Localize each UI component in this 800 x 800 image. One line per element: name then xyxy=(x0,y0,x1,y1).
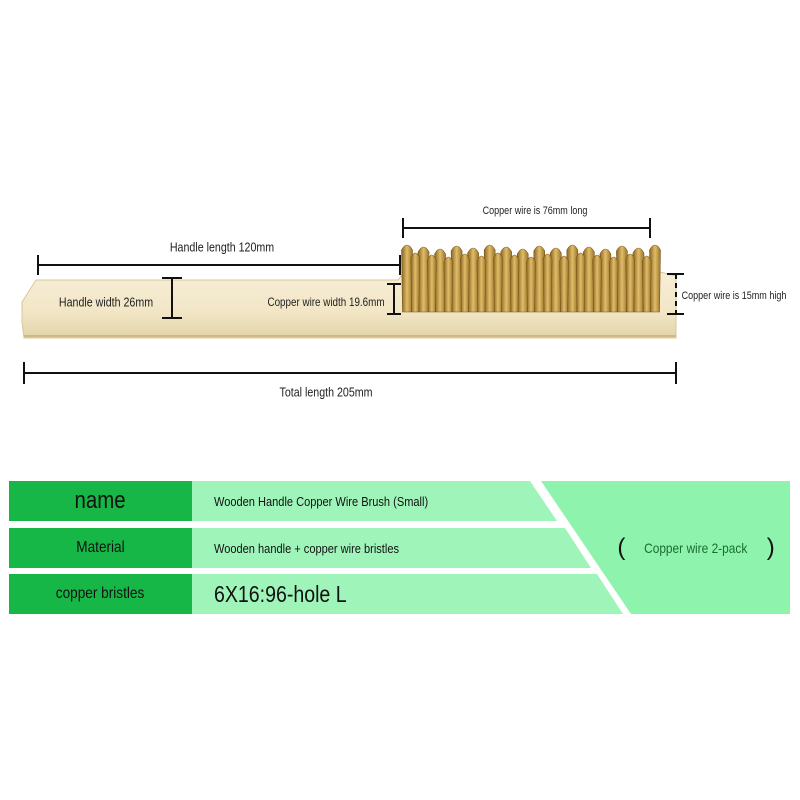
copper-wire-height-label: Copper wire is 15mm high xyxy=(681,290,787,302)
handle-width-label: Handle width 26mm xyxy=(58,294,154,310)
copper-wire-length-dimension-line xyxy=(402,218,651,238)
copper-bristles xyxy=(401,244,661,313)
bristle-tuft xyxy=(625,253,636,313)
bristle-tuft xyxy=(460,253,470,313)
bristle-tuft xyxy=(526,256,536,313)
pack-note-text: Copper wire 2-pack xyxy=(644,540,748,556)
spec-label-copper-bristles: copper bristles xyxy=(9,574,192,614)
bristle-tuft xyxy=(426,254,437,313)
copper-wire-width-label: Copper wire width 19.6mm xyxy=(267,295,385,309)
bristle-tuft xyxy=(583,246,595,313)
bristle-tuft xyxy=(483,244,496,313)
bristle-tuft xyxy=(616,245,628,313)
bristle-tuft xyxy=(549,247,562,313)
bristle-tuft xyxy=(417,246,430,313)
spec-label-material: Material xyxy=(9,528,192,568)
bristle-tuft xyxy=(608,256,619,313)
copper-wire-length-label: Copper wire is 76mm long xyxy=(482,205,588,217)
total-length-label: Total length 205mm xyxy=(279,384,373,400)
spec-label-name: name xyxy=(9,481,192,521)
bristle-tuft xyxy=(599,248,612,313)
open-paren: ( xyxy=(617,534,626,561)
bristle-tuft xyxy=(649,244,661,313)
bristle-tuft xyxy=(533,245,546,313)
bristle-tuft xyxy=(493,252,503,313)
handle-length-label: Handle length 120mm xyxy=(169,239,275,255)
bristle-tuft xyxy=(476,255,487,313)
copper-wire-height-dimension-line xyxy=(667,273,684,315)
spec-value-copper-bristles: 6X16:96-hole L xyxy=(214,580,347,607)
close-paren: ) xyxy=(766,534,775,561)
bristle-tuft xyxy=(410,252,421,313)
bristle-tuft xyxy=(641,255,652,313)
bristle-tuft xyxy=(450,245,463,313)
bristle-tuft xyxy=(434,248,446,313)
spec-table: name Material copper bristles Wooden Han… xyxy=(9,481,790,614)
spec-table-background xyxy=(192,481,790,614)
handle-length-dimension-line xyxy=(37,255,401,275)
bristle-tuft xyxy=(575,252,586,313)
brush-illustration xyxy=(21,218,684,384)
spec-value-material: Wooden handle + copper wire bristles xyxy=(214,540,399,556)
bristle-tuft xyxy=(559,255,569,313)
bristle-tuft xyxy=(542,253,553,313)
bristle-tuft xyxy=(632,247,645,313)
total-length-dimension-line xyxy=(23,362,677,384)
bristle-tuft xyxy=(467,247,479,313)
copper-wire-width-dimension-line xyxy=(387,283,401,315)
bristle-tuft xyxy=(443,256,454,313)
bristle-tuft xyxy=(516,248,529,313)
bristle-tuft xyxy=(592,254,602,313)
handle-width-dimension-line xyxy=(162,277,182,319)
bristle-tuft xyxy=(509,254,520,313)
bristle-tuft xyxy=(500,246,513,313)
bristle-tuft xyxy=(566,244,579,313)
copper-wire-pack-note: ( Copper wire 2-pack ) xyxy=(617,528,774,568)
spec-value-name: Wooden Handle Copper Wire Brush (Small) xyxy=(214,493,429,509)
bristle-tuft xyxy=(401,244,413,313)
